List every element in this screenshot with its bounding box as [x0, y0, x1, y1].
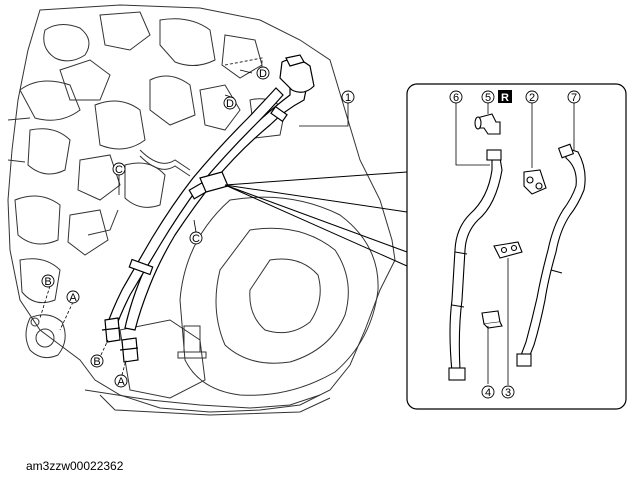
callout-a-upper: A — [66, 290, 80, 304]
svg-text:D: D — [226, 98, 234, 110]
panel-leader-lines — [455, 102, 575, 385]
callout-3: 3 — [501, 385, 515, 399]
callout-b-lower: B — [90, 354, 104, 368]
zoom-lines — [224, 171, 408, 267]
svg-text:C: C — [192, 233, 200, 245]
callout-b-upper: B — [41, 274, 55, 288]
svg-text:A: A — [69, 292, 77, 304]
part-4-block — [481, 310, 503, 329]
part-6-hose — [448, 149, 503, 381]
part-3-clip — [493, 241, 523, 259]
svg-text:B: B — [44, 276, 51, 288]
part-2-clip — [523, 169, 547, 195]
callout-5: 5 — [481, 90, 495, 104]
svg-text:6: 6 — [453, 92, 459, 104]
svg-text:3: 3 — [505, 387, 511, 399]
callout-1: 1 — [341, 90, 355, 104]
svg-text:C: C — [115, 164, 123, 176]
callout-7: 7 — [567, 90, 581, 104]
reuse-badge: R — [498, 90, 512, 104]
callout-a-lower: A — [114, 374, 128, 388]
callout-c-left: C — [112, 162, 126, 176]
callout-6: 6 — [449, 90, 463, 104]
svg-text:1: 1 — [345, 92, 351, 104]
svg-text:A: A — [117, 376, 125, 388]
callout-2: 2 — [525, 90, 539, 104]
callout-d-lower: D — [223, 96, 237, 110]
svg-text:2: 2 — [529, 92, 535, 104]
callout-d-upper: D — [256, 66, 270, 80]
engine-block-illustration — [7, 4, 396, 416]
installed-hose-assembly — [101, 54, 315, 363]
part-5-elbow — [474, 113, 501, 135]
svg-text:7: 7 — [571, 92, 577, 104]
leader-lines — [39, 69, 349, 376]
exploded-parts-panel — [406, 83, 627, 410]
svg-text:B: B — [93, 356, 100, 368]
figure-code: am3zzw00022362 — [26, 459, 124, 473]
svg-text:5: 5 — [485, 92, 491, 104]
svg-text:D: D — [259, 68, 267, 80]
part-7-hose — [516, 143, 586, 367]
svg-text:4: 4 — [485, 387, 491, 399]
svg-text:R: R — [501, 92, 509, 104]
callout-c-right: C — [189, 231, 203, 245]
callout-4: 4 — [481, 385, 495, 399]
